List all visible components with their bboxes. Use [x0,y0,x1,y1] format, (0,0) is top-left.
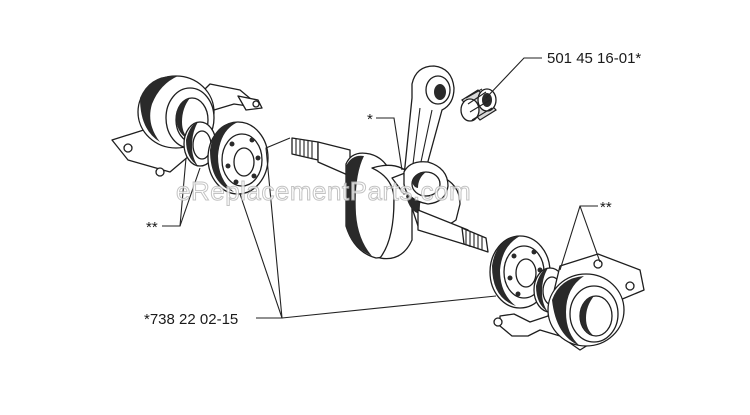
callout-crankshaft-kit: *738 22 02-15 [144,311,239,328]
callout-double-star-left: ** [146,219,158,236]
callout-single-star: * [367,111,373,128]
connecting-rod [403,65,455,205]
callout-double-star-right: ** [600,199,612,216]
left-ball-bearing [207,121,269,195]
needle-bearing [460,88,497,122]
right-bearing-housing [493,253,645,351]
watermark-text: eReplacementParts.com [175,176,472,206]
leader-lines [162,57,601,319]
callout-seal-bearing-part: 501 45 16-01* [547,50,642,67]
